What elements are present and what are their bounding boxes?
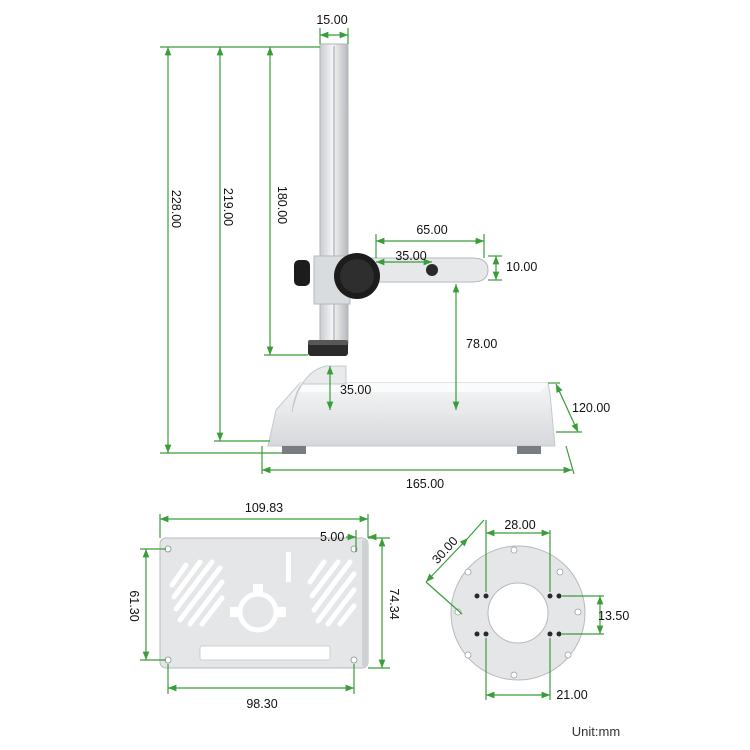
ring-illustration	[450, 545, 586, 681]
plate-slot-horizontal	[199, 645, 331, 661]
dim-pole-width-text: 15.00	[316, 13, 347, 27]
pole-collar-band	[308, 340, 348, 345]
dim-holder-offset-text: 35.00	[395, 249, 426, 263]
plate-vents-right	[307, 559, 357, 627]
dim-plate-width-text: 109.83	[245, 501, 283, 515]
dim-base-length-text: 165.00	[406, 477, 444, 491]
dim-ring-hole-span-text: 28.00	[504, 518, 535, 532]
plate-center-tab-top	[253, 584, 263, 592]
plate-center-tab-left	[230, 607, 238, 617]
plate-hole-bottom-right	[350, 656, 358, 664]
plate-vents-left	[169, 559, 225, 627]
unit-label: Unit:mm	[572, 724, 620, 739]
dim-base-depth-line	[555, 383, 579, 433]
dim-ring-gap-text: 13.50	[598, 609, 629, 623]
dim-plate-inner-height-text: 61.30	[127, 590, 141, 621]
dim-base-depth-text: 120.00	[572, 401, 610, 415]
dim-plate-hole-span-text: 98.30	[246, 697, 277, 711]
lock-knob	[294, 260, 310, 286]
dim-plate-height-text: 74.34	[387, 588, 401, 619]
plate-edge-right	[362, 540, 368, 666]
ext-ring-angle-b	[425, 581, 463, 615]
ext-base-right	[565, 445, 575, 475]
dim-arm-to-base-text: 78.00	[466, 337, 497, 351]
ring-holes	[454, 546, 582, 679]
dim-total-height-text: 228.00	[169, 190, 183, 228]
plate-illustration	[159, 537, 369, 669]
holder-ring-hole	[426, 264, 438, 276]
plate-dimensions: 109.83 5.00 61.30 74.34 98.30	[127, 501, 401, 711]
dim-pole-height-text: 219.00	[221, 188, 235, 226]
plate-center-ring	[237, 591, 279, 633]
dim-arm-thickness-text: 10.00	[506, 260, 537, 274]
ext-ring-angle-a	[467, 519, 485, 539]
base-top-face	[298, 383, 548, 392]
dim-ring-angle-line	[425, 537, 469, 583]
focus-knob-face	[340, 259, 374, 293]
dim-ring-bottom-span-text: 21.00	[556, 688, 587, 702]
ring-screw-holes	[474, 593, 562, 637]
stand-dimensions: 15.00 228.00 219.00 180.00 65.00 35.00 1…	[160, 13, 610, 491]
plate-center-tab-right	[278, 607, 286, 617]
dim-plate-edge-text: 5.00	[320, 530, 344, 544]
base-plate	[267, 382, 556, 447]
plate-slot-vertical	[286, 552, 291, 582]
dim-arm-length-text: 65.00	[416, 223, 447, 237]
base-foot-right	[517, 446, 541, 454]
dim-travel-height-text: 180.00	[275, 186, 289, 224]
base-foot-left	[282, 446, 306, 454]
dim-base-step-text: 35.00	[340, 383, 371, 397]
ring-inner	[487, 582, 549, 644]
